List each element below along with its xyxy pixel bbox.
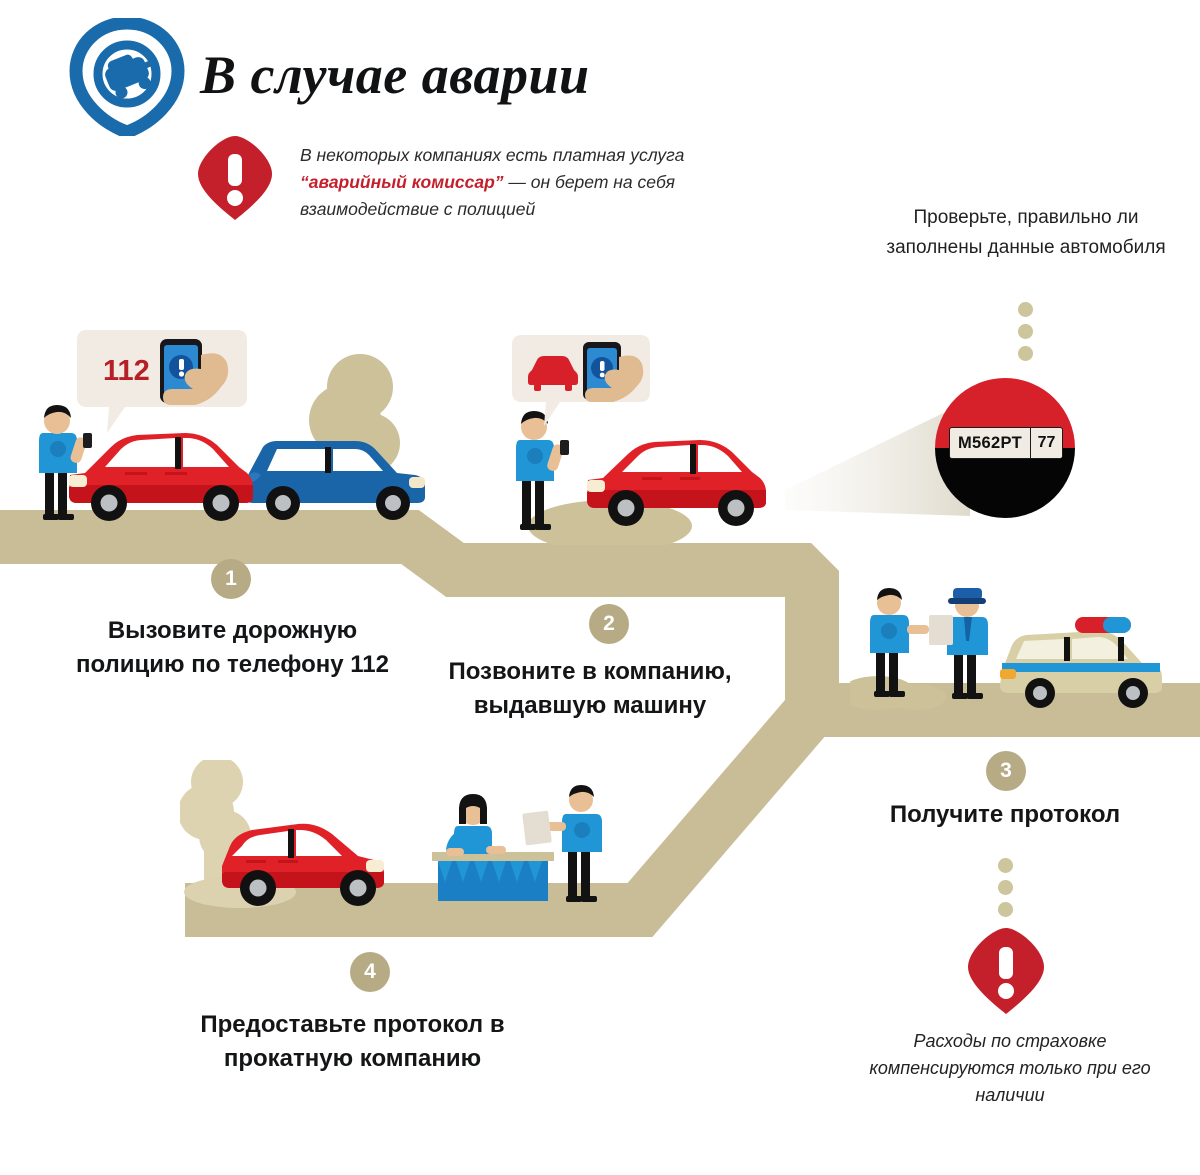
step-badge-3: 3 <box>986 751 1026 791</box>
red-sedan <box>587 440 766 526</box>
red-car-icon <box>528 356 578 391</box>
scene-accident: 112 <box>39 330 425 521</box>
svg-text:112: 112 <box>103 355 150 387</box>
car-body-bottom <box>935 448 1075 518</box>
speech-bubble-112: 112 <box>77 330 247 433</box>
note-top-line2: — он берет на себя <box>503 172 675 192</box>
man-with-document <box>522 785 602 902</box>
scene-rental-counter <box>180 760 602 908</box>
police-car <box>1000 617 1162 708</box>
plate-number: М562РТ <box>958 433 1022 452</box>
dot-connector-top <box>1018 302 1036 368</box>
dot <box>1018 346 1033 361</box>
document <box>929 615 953 645</box>
step-badge-1: 1 <box>211 559 251 599</box>
person-with-phone <box>39 405 92 520</box>
hand-holding-phone-icon <box>583 342 644 402</box>
license-plate: М562РТ 77 <box>949 427 1063 459</box>
scene-police-protocol <box>850 588 1162 710</box>
police-officer <box>929 588 988 699</box>
page-title: В случае аварии <box>200 45 590 105</box>
scene-call-company <box>512 335 766 545</box>
step-caption-1: Вызовите дорожную полицию по телефону 11… <box>75 617 389 678</box>
step-caption-3: Получите протокол <box>889 801 1121 828</box>
blue-hatchback <box>245 441 425 520</box>
man-receiving-document <box>870 588 929 697</box>
red-sedan <box>222 823 384 906</box>
note-bottom-text: Расходы по страховке компенсируются толь… <box>869 1031 1151 1105</box>
car-in-shield-logo <box>69 18 185 136</box>
tree <box>180 760 251 892</box>
clerk-woman <box>446 794 506 856</box>
police-cap <box>948 588 986 604</box>
red-sedan <box>69 433 253 521</box>
speech-bubble-car <box>512 335 650 426</box>
person-with-phone <box>516 411 569 530</box>
dot-connector-bottom <box>998 858 1016 924</box>
dot <box>1018 302 1033 317</box>
step-caption-2: Позвоните в компанию, выдавшую машину <box>448 658 732 719</box>
step-badge-2: 2 <box>589 604 629 644</box>
dot <box>998 858 1013 873</box>
rental-counter <box>432 852 554 901</box>
dot <box>1018 324 1033 339</box>
step-caption-4: Предоставьте протокол в прокатную компан… <box>200 1011 505 1072</box>
plate-check-note: Проверьте, правильно ли заполнены данные… <box>886 207 1166 258</box>
step-badge-4: 4 <box>350 952 390 992</box>
dot <box>998 880 1013 895</box>
magnifier-cone <box>785 400 970 516</box>
plate-region: 77 <box>1030 428 1062 458</box>
light-bar <box>1075 617 1131 633</box>
dot <box>998 902 1013 917</box>
exclamation-pin-icon <box>968 928 1044 1014</box>
note-top-text: В некоторых компаниях есть платная услуг… <box>300 142 780 223</box>
note-top-highlight: “аварийный комиссар” <box>300 172 504 192</box>
hand-holding-phone-icon <box>160 339 229 405</box>
note-top-line3: взаимодействие с полицией <box>300 199 536 219</box>
note-top-line1: В некоторых компаниях есть платная услуг… <box>300 145 685 165</box>
document <box>522 810 552 846</box>
exclamation-pin-icon <box>198 136 272 220</box>
license-plate-magnifier: М562РТ 77 <box>935 378 1075 518</box>
